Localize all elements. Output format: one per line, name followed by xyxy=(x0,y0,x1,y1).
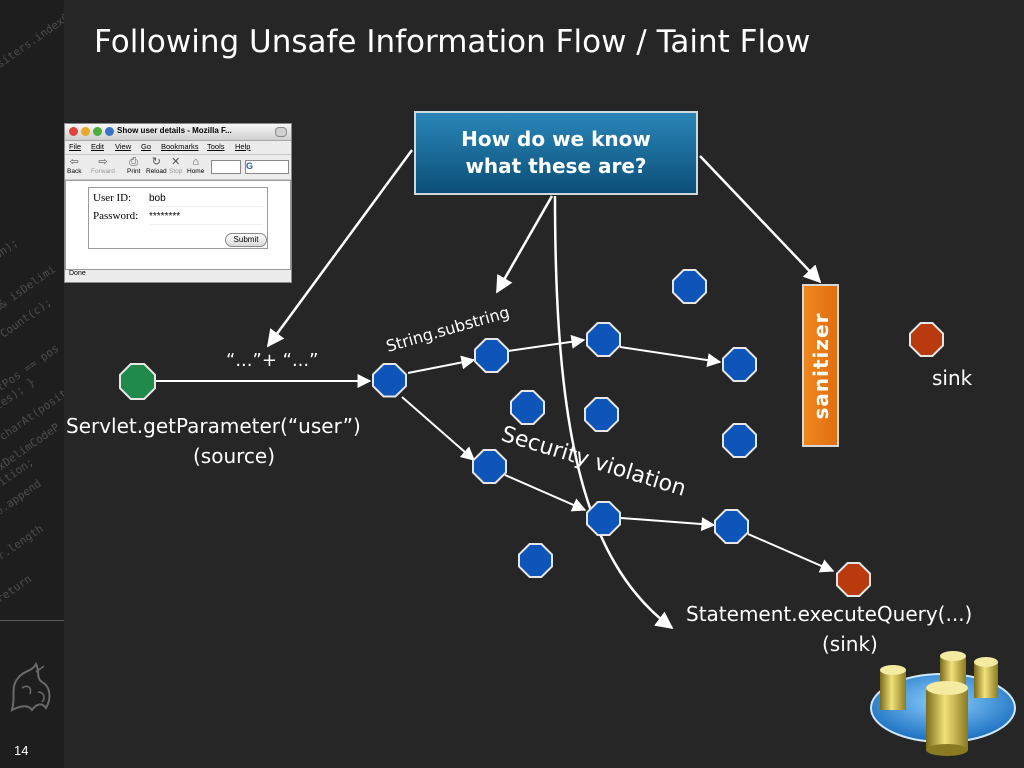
zoom-window-icon[interactable] xyxy=(93,127,102,136)
browser-menubar: File Edit View Go Bookmarks Tools Help xyxy=(65,141,291,153)
question-box: How do we know what these are? xyxy=(414,111,698,195)
menu-edit[interactable]: Edit xyxy=(91,142,104,151)
sink-tag-label: (sink) xyxy=(822,632,878,656)
user-id-label: User ID: xyxy=(93,192,132,204)
password-label: Password: xyxy=(93,210,139,222)
flow-node-violation xyxy=(586,501,621,536)
sink-label: sink xyxy=(932,366,973,390)
slide-title: Following Unsafe Information Flow / Tain… xyxy=(94,24,811,60)
menu-file[interactable]: File xyxy=(69,142,82,151)
reload-icon: ↻ xyxy=(151,156,161,168)
sanitizer-box: sanitizer xyxy=(802,284,839,447)
security-violation-label: Security violation xyxy=(498,422,689,502)
source-node xyxy=(119,363,156,400)
menu-tools[interactable]: Tools xyxy=(207,142,225,151)
flow-node-concat xyxy=(372,363,407,398)
stop-icon: ✕ xyxy=(171,156,181,168)
url-dropdown[interactable] xyxy=(211,160,241,174)
browser-page-content: User ID: bob Password: ******** Submit xyxy=(65,180,291,270)
concat-label: “...”+ “...” xyxy=(226,350,319,371)
password-input[interactable]: ******** xyxy=(149,211,263,225)
source-tag-label: (source) xyxy=(193,444,276,468)
sanitizer-label: sanitizer xyxy=(808,312,833,419)
back-arrow-icon: ⇦ xyxy=(69,156,79,168)
source-call-label: Servlet.getParameter(“user”) xyxy=(66,414,361,438)
code-strip-decoration: siters.indexO ion); ) && isDelimi charCo… xyxy=(0,0,64,768)
login-form: User ID: bob Password: ******** Submit xyxy=(88,187,268,249)
home-button[interactable]: ⌂Home xyxy=(187,156,205,175)
flow-node-violation xyxy=(472,449,507,484)
question-line-2: what these are? xyxy=(465,154,647,178)
flow-node xyxy=(584,397,619,432)
flow-node xyxy=(722,423,757,458)
edge-to-executequery-sink xyxy=(747,533,835,573)
flow-node xyxy=(510,390,545,425)
print-button[interactable]: ⎙Print xyxy=(127,156,141,175)
back-button[interactable]: ⇦Back xyxy=(67,156,82,175)
home-icon: ⌂ xyxy=(192,156,199,168)
flow-node xyxy=(722,347,757,382)
flow-node-violation xyxy=(714,509,749,544)
sink-node-executequery xyxy=(836,562,871,597)
toolbar-toggle-icon[interactable] xyxy=(275,127,287,137)
page-number: 14 xyxy=(14,743,29,758)
flow-node-substring xyxy=(474,338,509,373)
edge-substring-to-node xyxy=(507,334,586,352)
browser-window-title: Show user details - Mozilla F... xyxy=(117,126,232,135)
gryphon-logo-icon xyxy=(10,661,51,712)
submit-button[interactable]: Submit xyxy=(225,233,267,247)
menu-help[interactable]: Help xyxy=(235,142,251,151)
stop-button[interactable]: ✕Stop xyxy=(169,156,183,175)
question-line-1: How do we know xyxy=(461,127,651,151)
minimize-window-icon[interactable] xyxy=(81,127,90,136)
edge-to-sanitizer-path xyxy=(619,346,722,368)
question-arrow-to-substring xyxy=(495,195,554,294)
forward-arrow-icon: ⇨ xyxy=(98,156,108,168)
question-arrow-to-sanitizer xyxy=(699,155,822,284)
sink-node xyxy=(909,322,944,357)
google-search-field[interactable]: G xyxy=(245,160,289,174)
strip-divider xyxy=(0,620,64,621)
reload-button[interactable]: ↻Reload xyxy=(146,156,167,175)
edge-concat-to-violation-path xyxy=(401,396,476,461)
firefox-logo-icon xyxy=(105,127,114,136)
menu-view[interactable]: View xyxy=(115,142,132,151)
browser-window-screenshot: Show user details - Mozilla F... File Ed… xyxy=(64,123,292,283)
printer-icon: ⎙ xyxy=(129,156,139,168)
flow-node xyxy=(672,269,707,304)
close-window-icon[interactable] xyxy=(69,127,78,136)
user-id-input[interactable]: bob xyxy=(149,193,263,207)
edge-violation-node xyxy=(504,474,587,512)
edge-concat-to-substring xyxy=(407,355,476,374)
question-arrow-to-sink xyxy=(553,195,674,630)
google-search-icon: G xyxy=(246,161,254,171)
flow-node xyxy=(586,322,621,357)
flow-node xyxy=(518,543,553,578)
database-cluster-icon xyxy=(870,651,1016,756)
browser-titlebar: Show user details - Mozilla F... xyxy=(65,124,291,141)
menu-go[interactable]: Go xyxy=(141,142,152,151)
browser-toolbar: ⇦Back ⇨Forward ⎙Print ↻Reload ✕Stop ⌂Hom… xyxy=(65,154,291,180)
browser-status-text: Done xyxy=(69,270,86,277)
edge-violation-node-2 xyxy=(620,517,716,532)
question-arrow-to-source xyxy=(266,149,414,348)
forward-button[interactable]: ⇨Forward xyxy=(91,156,115,175)
menu-bookmarks[interactable]: Bookmarks xyxy=(161,142,199,151)
sink-call-label: Statement.executeQuery(...) xyxy=(686,602,973,626)
